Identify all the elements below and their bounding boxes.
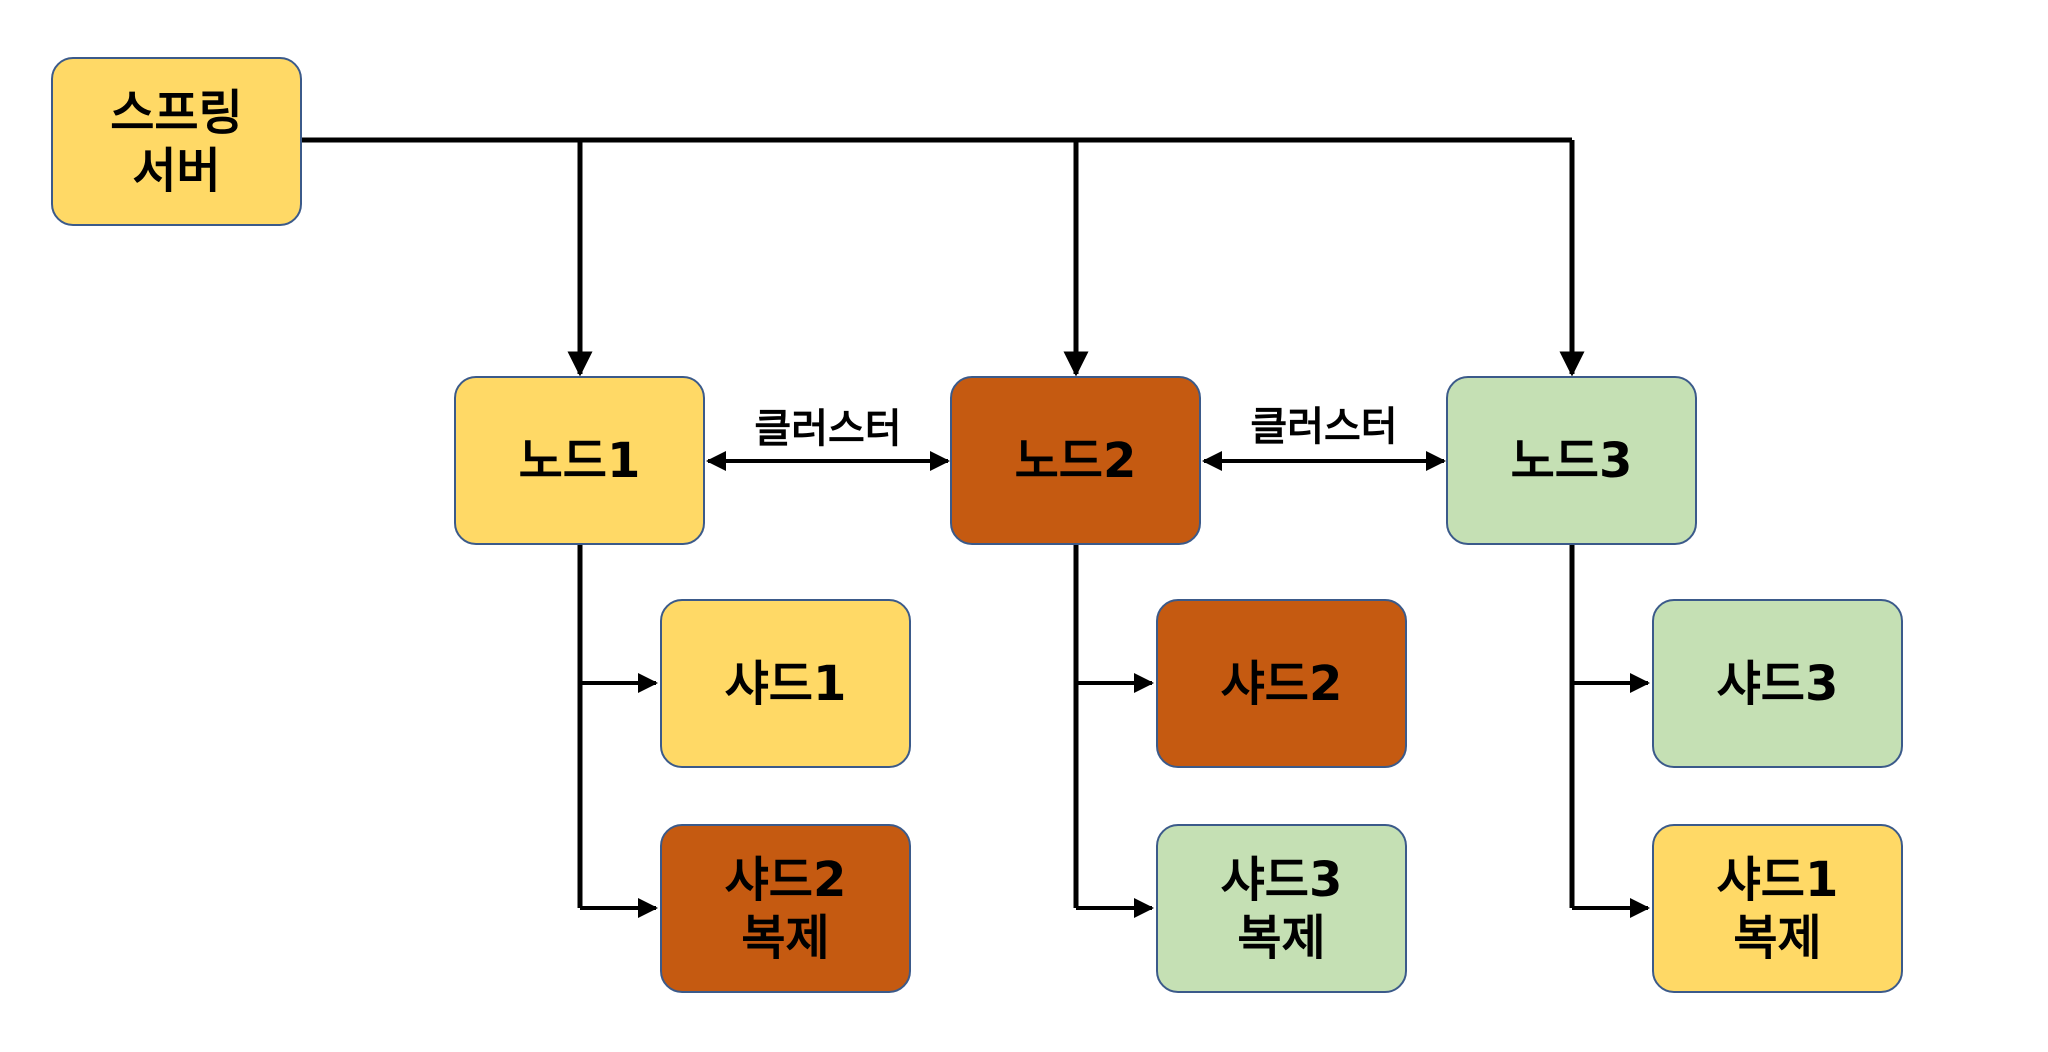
spring-server-box: 스프링 서버 — [51, 57, 302, 226]
shard-label: 샤드2 — [1220, 655, 1343, 712]
replica-label: 복제 — [1237, 909, 1326, 966]
node-1-label: 노드1 — [518, 432, 641, 489]
shard-label: 샤드3 — [1716, 655, 1839, 712]
shard-label: 샤드2 — [724, 851, 847, 908]
shard-label: 샤드1 — [1716, 851, 1839, 908]
cluster-label-1-2: 클러스터 — [754, 406, 902, 452]
shard-box: 샤드1 — [660, 599, 911, 768]
shard-replica-box: 샤드1 복제 — [1652, 824, 1903, 993]
replica-label: 복제 — [1733, 909, 1822, 966]
shard-replica-box: 샤드2 복제 — [660, 824, 911, 993]
shard-label: 샤드3 — [1220, 851, 1343, 908]
replica-label: 복제 — [741, 909, 830, 966]
shard-replica-box: 샤드3 복제 — [1156, 824, 1407, 993]
server-label-line2: 서버 — [132, 142, 221, 199]
node-3-label: 노드3 — [1510, 432, 1633, 489]
node-3-box: 노드3 — [1446, 376, 1697, 545]
node-1-box: 노드1 — [454, 376, 705, 545]
cluster-label-2-3: 클러스터 — [1250, 404, 1398, 450]
shard-label: 샤드1 — [724, 655, 847, 712]
shard-box: 샤드3 — [1652, 599, 1903, 768]
shard-box: 샤드2 — [1156, 599, 1407, 768]
node-2-label: 노드2 — [1014, 432, 1137, 489]
server-label-line1: 스프링 — [110, 84, 243, 141]
node-2-box: 노드2 — [950, 376, 1201, 545]
